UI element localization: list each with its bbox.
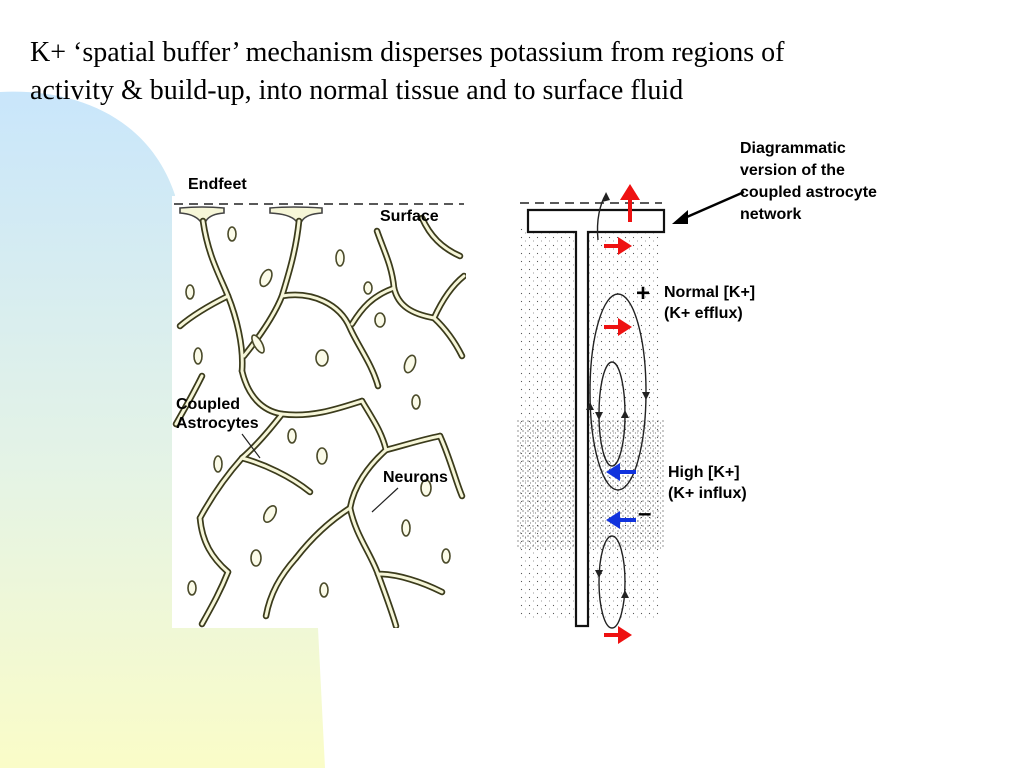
astrocyte-network-illustration	[172, 196, 466, 628]
efflux-arrows	[604, 184, 640, 644]
flow-arrowheads	[586, 192, 650, 598]
label-neurons: Neurons	[383, 469, 448, 486]
callout-line2: version of the	[740, 162, 845, 179]
high-line1: High [K+]	[668, 464, 740, 481]
callout-arrow-line	[679, 190, 745, 222]
label-normal-k: Normal [K+] (K+ efflux)	[664, 282, 755, 324]
callout-arrowhead	[672, 210, 688, 224]
normal-line2: (K+ efflux)	[664, 305, 743, 322]
astrocyte-processes	[172, 214, 466, 628]
callout-line3: coupled astrocyte	[740, 184, 877, 201]
title-line-1: K+ ‘spatial buffer’ mechanism disperses …	[30, 37, 785, 68]
coupled-astrocyte-schematic	[516, 184, 745, 644]
minus-sign: –	[638, 500, 652, 527]
callout-text: Diagrammatic version of the coupled astr…	[740, 138, 877, 226]
plus-sign: +	[636, 280, 651, 307]
neuron-cells	[185, 226, 451, 598]
normal-line1: Normal [K+]	[664, 284, 756, 301]
label-coupled-line1: Coupled	[176, 396, 240, 413]
slide-title: K+ ‘spatial buffer’ mechanism disperses …	[30, 34, 990, 110]
endfoot-2	[269, 206, 323, 222]
influx-arrows	[606, 463, 636, 529]
endfoot-1	[179, 206, 225, 222]
label-high-k: High [K+] (K+ influx)	[668, 462, 747, 504]
label-coupled-line2: Astrocytes	[176, 415, 259, 432]
high-line2: (K+ influx)	[668, 485, 747, 502]
label-endfeet: Endfeet	[188, 176, 247, 193]
label-coupled-astrocytes: Coupled Astrocytes	[176, 395, 259, 433]
astrocyte-schematic-body	[526, 208, 666, 628]
title-line-2: activity & build-up, into normal tissue …	[30, 75, 684, 106]
callout-line1: Diagrammatic	[740, 140, 846, 157]
label-surface: Surface	[380, 208, 439, 225]
callout-line4: network	[740, 206, 802, 223]
